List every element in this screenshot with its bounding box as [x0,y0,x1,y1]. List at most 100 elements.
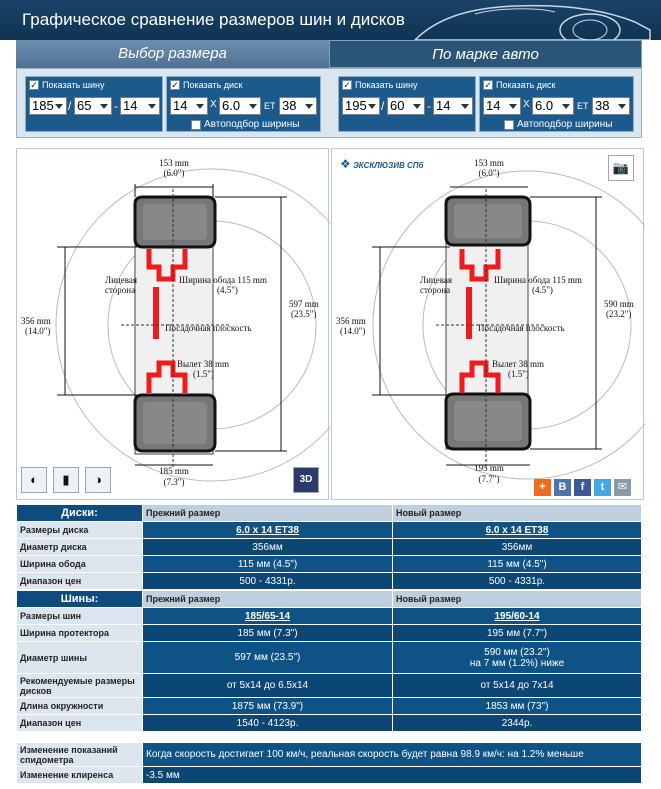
disk-size-old-link[interactable]: 6.0 x 14 ET38 [236,524,299,536]
checkbox-checked-icon[interactable]: ✓ [342,80,352,90]
checkbox-icon[interactable] [504,119,514,130]
cell-new: 115 мм (4.5") [392,555,642,573]
tire-curve-icon[interactable]: ◑ [85,467,111,493]
right-right-dia-mm: 590 mm [604,299,634,309]
tire-size-new-link[interactable]: 195/60-14 [494,610,540,622]
right-disk-width-select[interactable]: 6.0 [532,97,574,115]
left-show-disk[interactable]: ✓Показать диск [170,80,242,90]
tab-bar: Выбор размера По марке авто [16,40,642,68]
share-mail-icon[interactable]: ✉ [614,479,631,496]
dia-new-line-2: на 7 мм (1.2%) ниже [469,657,565,669]
right-tire-diagram: 153 mm (6.0") Лицевая сторона Ширина обо… [331,148,645,500]
right-side-label-1: Лицевая [420,275,452,285]
cell-new: 590 мм (23.2")на 7 мм (1.2%) ниже [392,641,642,674]
table-row: Диаметр диска 356мм 356мм [16,538,642,556]
checkbox-checked-icon[interactable]: ✓ [170,80,180,90]
left-width-select[interactable]: 185 [29,97,67,115]
wheel-side-icon[interactable]: ▮ [53,467,79,493]
page-title: Графическое сравнение размеров шин и дис… [22,10,405,29]
dash-separator: - [427,99,431,113]
right-auto-width[interactable]: Автоподбор ширины [504,119,612,130]
left-auto-width[interactable]: Автоподбор ширины [191,119,299,130]
cell-old: 1875 мм (73.9") [142,697,393,715]
disks-table: Диски: Прежний размер Новый размер Разме… [16,504,642,590]
cell-new: 1853 мм (73") [392,697,642,715]
speed-value: Когда скорость достигает 100 км/ч, реаль… [142,742,642,767]
right-radius-select[interactable]: 14 [433,97,473,115]
left-show-tire[interactable]: ✓Показать шину [29,80,104,90]
right-disk-radius-select[interactable]: 14 [483,97,521,115]
left-plane-label: Посадочная плоскость [165,323,252,333]
tires-table: Шины: Прежний размер Новый размер Размер… [16,590,642,732]
left-disk-radius-select[interactable]: 14 [170,97,208,115]
car-icon [413,4,651,40]
right-et-select[interactable]: 38 [592,97,630,115]
row-label: Длина окружности [16,697,143,715]
right-width-select[interactable]: 195 [342,97,380,115]
et-label: ET [577,101,589,111]
left-side-label-2: сторона [105,285,135,295]
left-rim-width-in: (4.5") [217,285,238,295]
right-width-value: 195 [345,98,367,113]
cell-new: 356мм [392,538,642,556]
row-label: Диаметр диска [16,538,143,556]
left-bottom-width-in: (7.3") [164,477,185,487]
left-disk-width-select[interactable]: 6.0 [219,97,261,115]
table-row: Изменение клиренса -3.5 мм [16,766,642,784]
disks-title: Диски: [16,504,143,522]
camera-icon[interactable]: 📷 [608,155,634,181]
share-facebook-icon[interactable]: f [574,479,591,496]
share-vk-icon[interactable]: B [554,479,571,496]
left-tire-diagram: 153 mm (6.0") Лицевая сторона Ширина обо… [16,148,330,500]
right-profile-select[interactable]: 60 [387,97,425,115]
x-separator: X [523,99,530,110]
left-bottom-width-mm: 185 mm [159,466,189,476]
disk-size-new-link[interactable]: 6.0 x 14 ET38 [485,524,549,536]
slash-separator: / [68,99,72,113]
chevron-down-icon [509,104,517,109]
share-plus-icon[interactable]: + [534,479,551,496]
brand-logo-text: ЭКСКЛЮЗИВ СПб [353,161,424,170]
cell-new: 2344р. [392,714,642,732]
checkbox-checked-icon[interactable]: ✓ [29,80,39,90]
right-left-dia-mm: 356 mm [336,316,366,326]
table-row: Размеры шин 185/65-14 195/60-14 [16,607,642,625]
right-left-dia-in: (14.0") [340,326,365,336]
3d-view-icon[interactable]: 3D [293,467,319,493]
chevron-down-icon [305,104,313,109]
checkbox-icon[interactable] [191,119,201,130]
table-row: Размеры диска 6.0 x 14 ET38 6.0 x 14 ET3… [16,521,642,539]
left-profile-select[interactable]: 65 [74,97,112,115]
left-disk-width-value: 6.0 [222,98,241,113]
slash-separator: / [381,99,385,113]
chevron-down-icon [100,104,108,109]
left-diagram-svg: 153 mm (6.0") Лицевая сторона Ширина обо… [21,158,330,487]
left-dia-mm: 356 mm [21,316,51,326]
left-show-disk-label: Показать диск [183,80,243,90]
left-radius-value: 14 [123,98,138,113]
right-top-width-in: (6.0") [479,168,500,178]
right-bottom-width-mm: 195 mm [474,463,504,473]
left-top-width-mm: 153 mm [159,158,189,168]
right-auto-label: Автоподбор ширины [517,119,613,130]
left-show-tire-label: Показать шину [42,80,105,90]
right-show-disk[interactable]: ✓Показать диск [483,80,555,90]
right-tire-box: ✓Показать шину 195 / 60 - 14 [338,76,476,132]
right-show-tire[interactable]: ✓Показать шину [342,80,417,90]
tire-size-old-link[interactable]: 185/65-14 [244,610,291,622]
left-et-select[interactable]: 38 [279,97,317,115]
right-disk-radius-value: 14 [486,98,501,113]
row-label: Рекомендуемые размеры дисков [16,673,143,698]
tab-size-select[interactable]: Выбор размера [16,40,329,68]
share-twitter-icon[interactable]: t [594,479,611,496]
left-radius-select[interactable]: 14 [120,97,160,115]
table-row: Диаметр шины 597 мм (23.5") 590 мм (23.2… [16,641,642,674]
tab-by-car[interactable]: По марке авто [329,40,642,68]
right-plane-label: Посадочная плоскость [478,323,565,333]
table-row: Длина окружности 1875 мм (73.9") 1853 мм… [16,697,642,715]
cell-old: 1540 - 4123р. [142,714,393,732]
checkbox-checked-icon[interactable]: ✓ [483,80,493,90]
right-right-dia-in: (23.2") [606,309,631,319]
tire-profile-icon[interactable]: ◐ [21,467,47,493]
right-disk-width-value: 6.0 [535,98,554,113]
